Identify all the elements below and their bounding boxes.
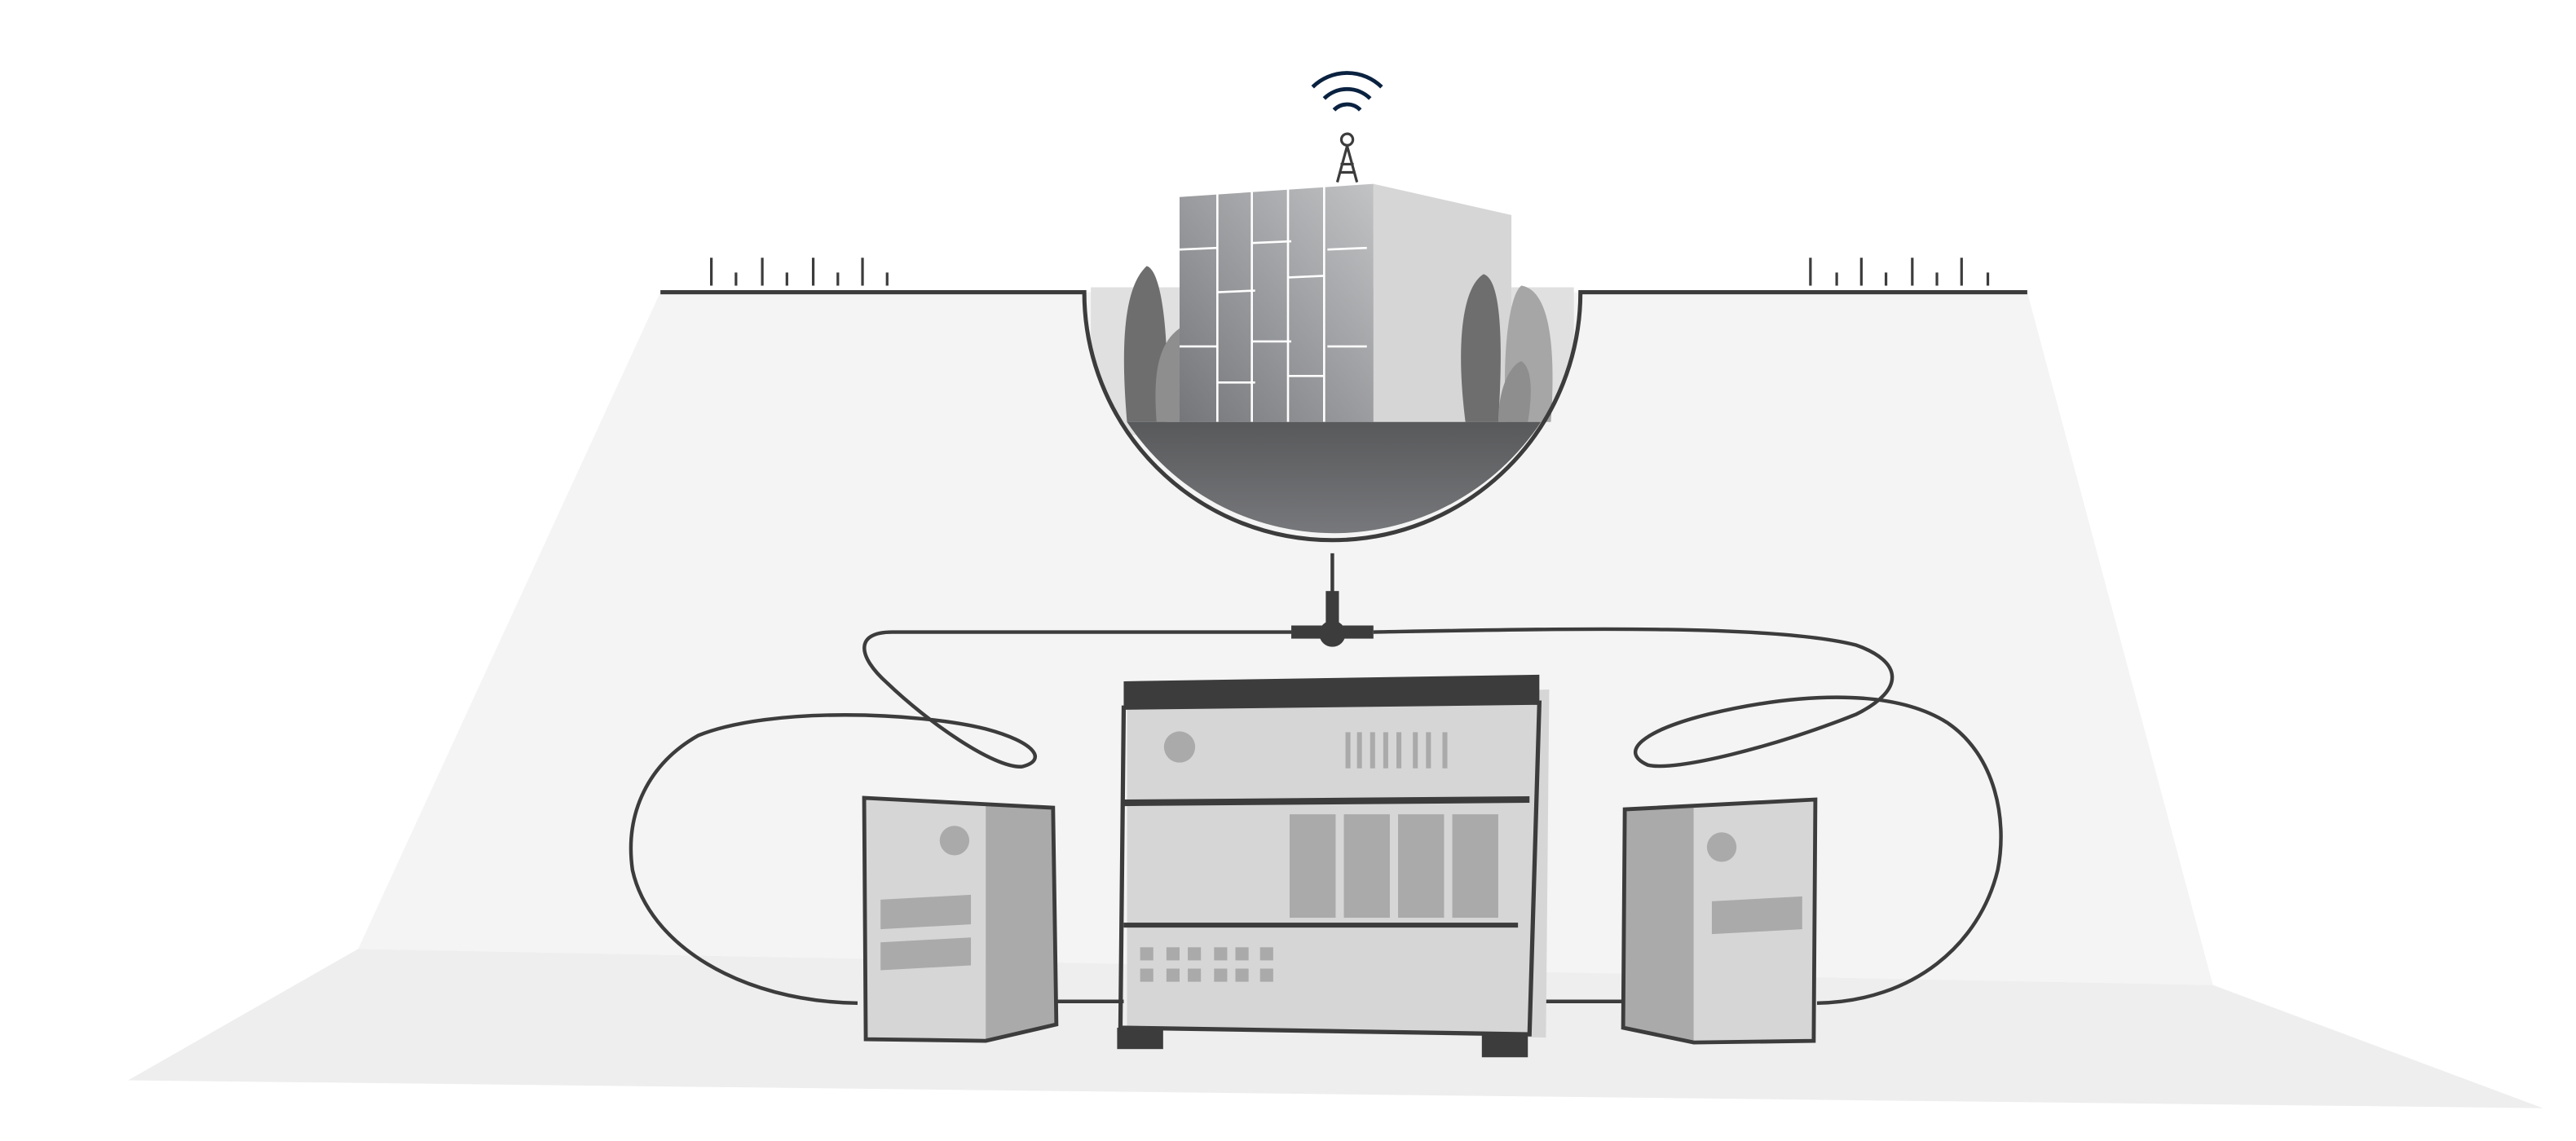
grass-icon	[710, 258, 1990, 286]
central-server	[1117, 674, 1550, 1058]
cable-junction-icon	[1291, 591, 1374, 647]
indicator-lights-icon	[1140, 947, 1273, 982]
power-button-icon	[939, 826, 970, 856]
left-computer-tower	[862, 795, 1059, 1043]
power-button-icon	[1706, 832, 1737, 862]
wifi-icon	[1311, 71, 1383, 112]
power-button-icon	[1163, 731, 1196, 763]
ground-bowl	[1127, 421, 1542, 534]
building-scene	[1091, 183, 1574, 534]
network-cables	[629, 553, 2003, 1006]
ground-line	[660, 290, 2027, 543]
tree-icon	[1498, 361, 1531, 422]
tree-icon	[1155, 328, 1180, 422]
building-front	[1179, 183, 1374, 422]
tree-icon	[1461, 274, 1501, 422]
antenna-icon	[1335, 132, 1359, 183]
vent-icon	[1345, 732, 1448, 769]
drive-bay-icon	[1290, 814, 1498, 919]
right-computer-tower	[1621, 797, 1818, 1045]
